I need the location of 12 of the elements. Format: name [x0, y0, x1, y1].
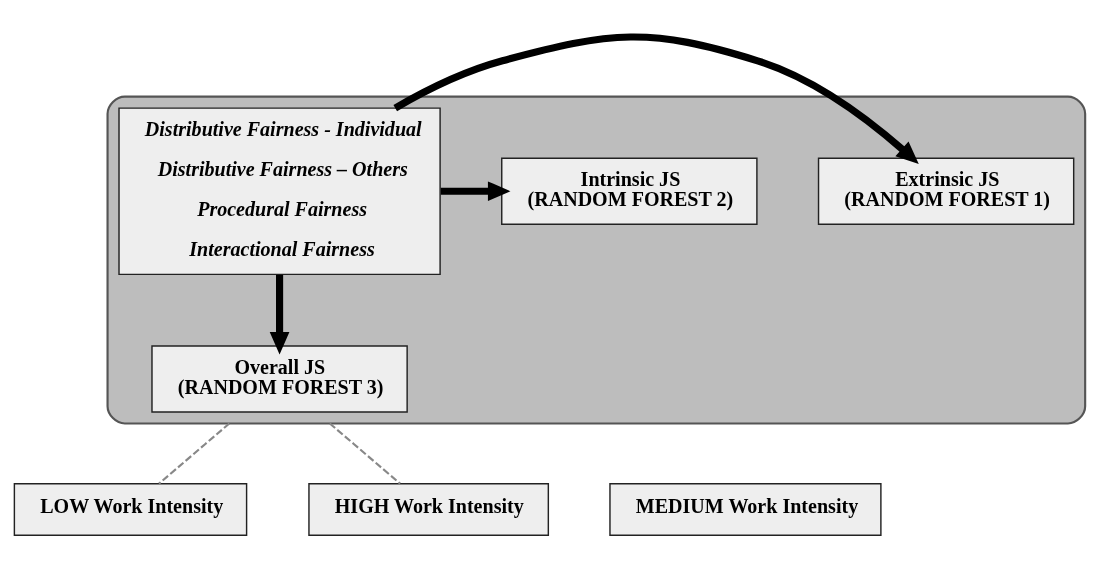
node-box: Distributive Fairness - Individual Distributive Fairness – Others Procedural Fairness Interactional Fairness — [118, 106, 441, 275]
cluster — [106, 95, 1087, 425]
connector — [158, 422, 230, 484]
node-box: Intrinsic JS (RANDOM FOREST 2) — [501, 157, 758, 225]
node-box: MEDIUM Work Intensity — [609, 482, 882, 536]
arrow — [269, 274, 290, 355]
node-box: Extrinsic JS (RANDOM FOREST 1) — [817, 157, 1075, 225]
connector — [329, 422, 401, 484]
node-box: Overall JS (RANDOM FOREST 3) — [151, 344, 408, 413]
node-box: HIGH Work Intensity — [308, 482, 550, 536]
node-box: LOW Work Intensity — [13, 482, 248, 536]
arrow — [440, 180, 511, 201]
